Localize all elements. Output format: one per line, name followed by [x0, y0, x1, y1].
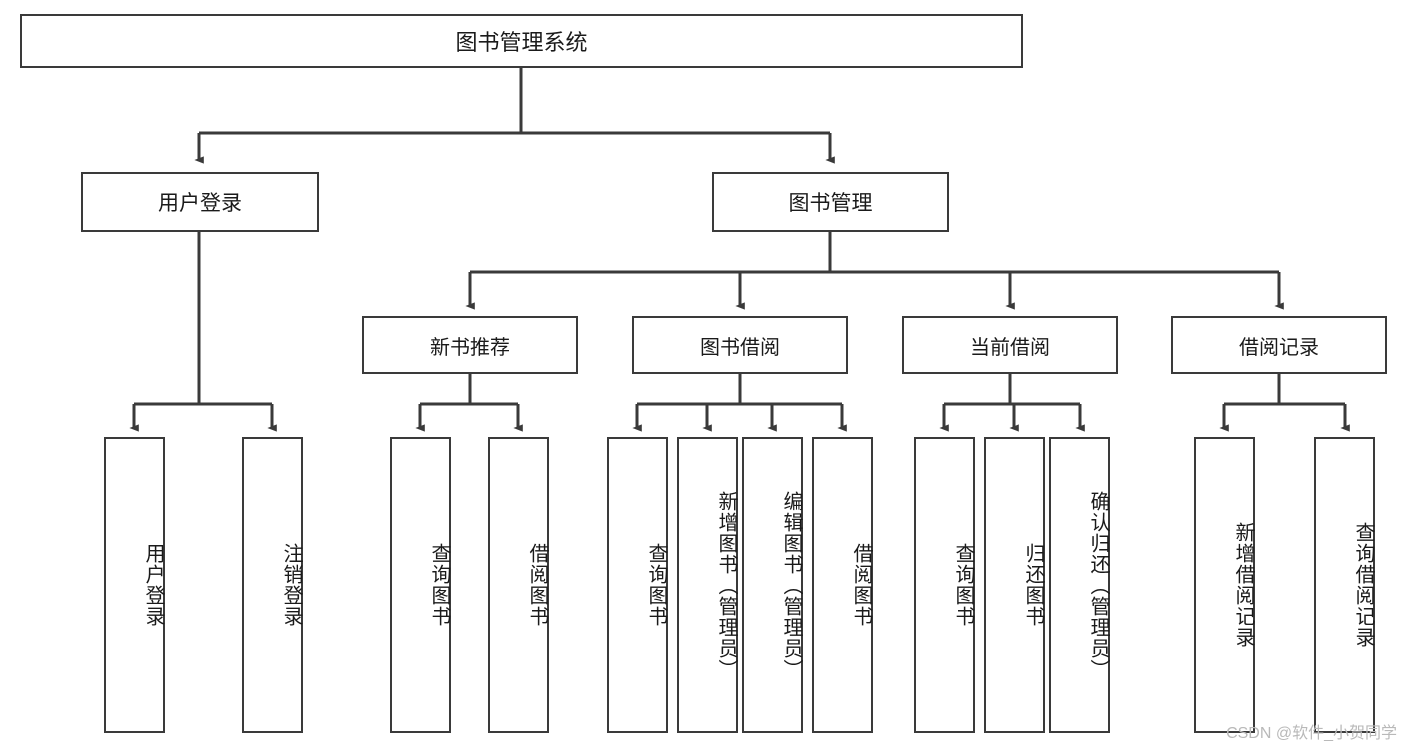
node-label: 确认归还（管理员） — [1087, 490, 1109, 680]
node-label: 借阅图书 — [526, 543, 548, 627]
node-label: 用户登录 — [158, 192, 242, 215]
node-label: 新增图书（管理员） — [715, 490, 737, 680]
node-new-book-recommend[interactable]: 新书推荐 — [362, 316, 578, 374]
node-current-borrow[interactable]: 当前借阅 — [902, 316, 1118, 374]
node-label: 图书管理系统 — [455, 30, 588, 55]
node-label: 归还图书 — [1022, 543, 1044, 627]
node-label: 用户登录 — [142, 543, 164, 627]
leaf-records-add-record[interactable]: 新增借阅记录 — [1194, 437, 1255, 733]
node-label: 编辑图书（管理员） — [780, 490, 802, 680]
node-label: 新增借阅记录 — [1232, 522, 1254, 648]
leaf-user-login-logout[interactable]: 注销登录 — [242, 437, 303, 733]
node-user-login[interactable]: 用户登录 — [81, 172, 319, 232]
leaf-borrow-edit-book-admin[interactable]: 编辑图书（管理员） — [742, 437, 803, 733]
node-label: 图书管理 — [788, 192, 873, 215]
node-label: 查询图书 — [952, 543, 974, 627]
leaf-records-query-record[interactable]: 查询借阅记录 — [1314, 437, 1375, 733]
node-label: 图书借阅 — [700, 336, 780, 359]
leaf-borrow-borrow-book[interactable]: 借阅图书 — [812, 437, 873, 733]
node-book-borrow[interactable]: 图书借阅 — [632, 316, 848, 374]
node-borrow-records[interactable]: 借阅记录 — [1171, 316, 1387, 374]
node-label: 借阅记录 — [1239, 336, 1319, 359]
leaf-borrow-query-book[interactable]: 查询图书 — [607, 437, 668, 733]
node-label: 查询图书 — [428, 543, 450, 627]
node-root-system[interactable]: 图书管理系统 — [20, 14, 1023, 68]
node-label: 当前借阅 — [970, 336, 1050, 359]
leaf-current-query-book[interactable]: 查询图书 — [914, 437, 975, 733]
node-label: 借阅图书 — [850, 543, 872, 627]
watermark-text: CSDN @软件_小贺同学 — [1226, 725, 1397, 742]
node-book-management[interactable]: 图书管理 — [712, 172, 949, 232]
leaf-borrow-add-book-admin[interactable]: 新增图书（管理员） — [677, 437, 738, 733]
leaf-user-login-login[interactable]: 用户登录 — [104, 437, 165, 733]
leaf-current-return-book[interactable]: 归还图书 — [984, 437, 1045, 733]
node-label: 新书推荐 — [430, 336, 510, 359]
node-label: 查询图书 — [645, 543, 667, 627]
leaf-recommend-query-book[interactable]: 查询图书 — [390, 437, 451, 733]
node-label: 查询借阅记录 — [1352, 522, 1374, 648]
leaf-current-confirm-return-admin[interactable]: 确认归还（管理员） — [1049, 437, 1110, 733]
leaf-recommend-borrow-book[interactable]: 借阅图书 — [488, 437, 549, 733]
node-label: 注销登录 — [280, 543, 302, 627]
